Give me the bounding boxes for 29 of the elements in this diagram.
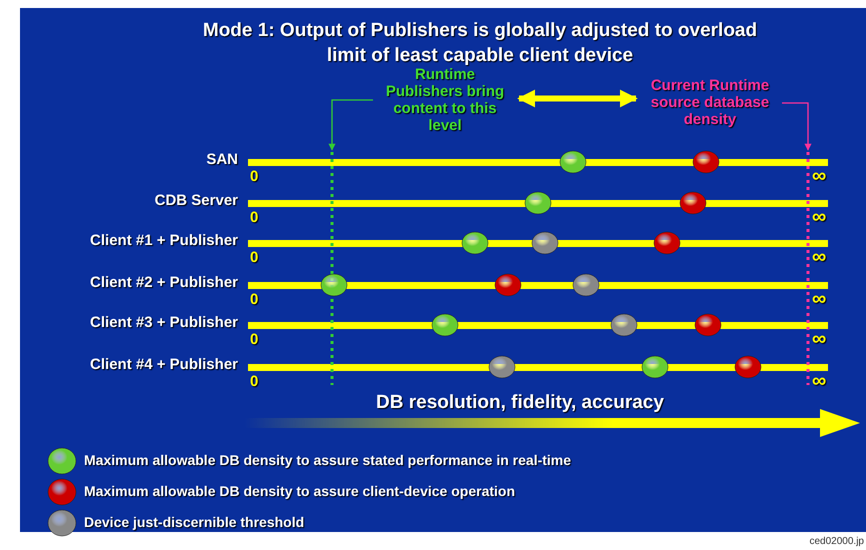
scale-end-label: ∞ bbox=[812, 165, 826, 188]
row-label: Client #2 + Publisher bbox=[90, 274, 238, 291]
legend-text: Maximum allowable DB density to assure client-device operation bbox=[84, 483, 516, 499]
row-label: Client #1 + Publisher bbox=[90, 232, 238, 249]
axis-label: DB resolution, fidelity, accuracy bbox=[375, 392, 665, 414]
file-name: ced02000.jp bbox=[810, 536, 864, 547]
double-arrow bbox=[517, 90, 638, 108]
annotation-text: Current Runtime source database density bbox=[640, 77, 780, 128]
annotation-text: Runtime Publishers bring content to this level bbox=[375, 66, 515, 134]
row-label: CDB Server bbox=[154, 192, 238, 209]
legend-text: Device just-discernible threshold bbox=[84, 514, 304, 530]
scale-end-label: ∞ bbox=[812, 370, 826, 393]
row-label: SAN bbox=[206, 151, 238, 168]
scale-start-label: 0 bbox=[250, 291, 258, 308]
scale-start-label: 0 bbox=[250, 331, 258, 348]
leader-line bbox=[782, 102, 812, 151]
scale-start-label: 0 bbox=[250, 249, 258, 266]
scale-end-label: ∞ bbox=[812, 288, 826, 311]
scale-end-label: ∞ bbox=[812, 328, 826, 351]
scale-end-label: ∞ bbox=[812, 246, 826, 269]
row-label: Client #3 + Publisher bbox=[90, 314, 238, 331]
scale-start-label: 0 bbox=[250, 168, 258, 185]
legend-text: Maximum allowable DB density to assure stated performance in real-time bbox=[84, 452, 572, 468]
title: Mode 1: Output of Publishers is globally adjusted to overload limit of least capable client device bbox=[202, 19, 758, 68]
leader-line bbox=[328, 99, 373, 151]
scale-start-label: 0 bbox=[250, 373, 258, 390]
scale-end-label: ∞ bbox=[812, 206, 826, 229]
row-label: Client #4 + Publisher bbox=[90, 356, 238, 373]
scale-start-label: 0 bbox=[250, 209, 258, 226]
